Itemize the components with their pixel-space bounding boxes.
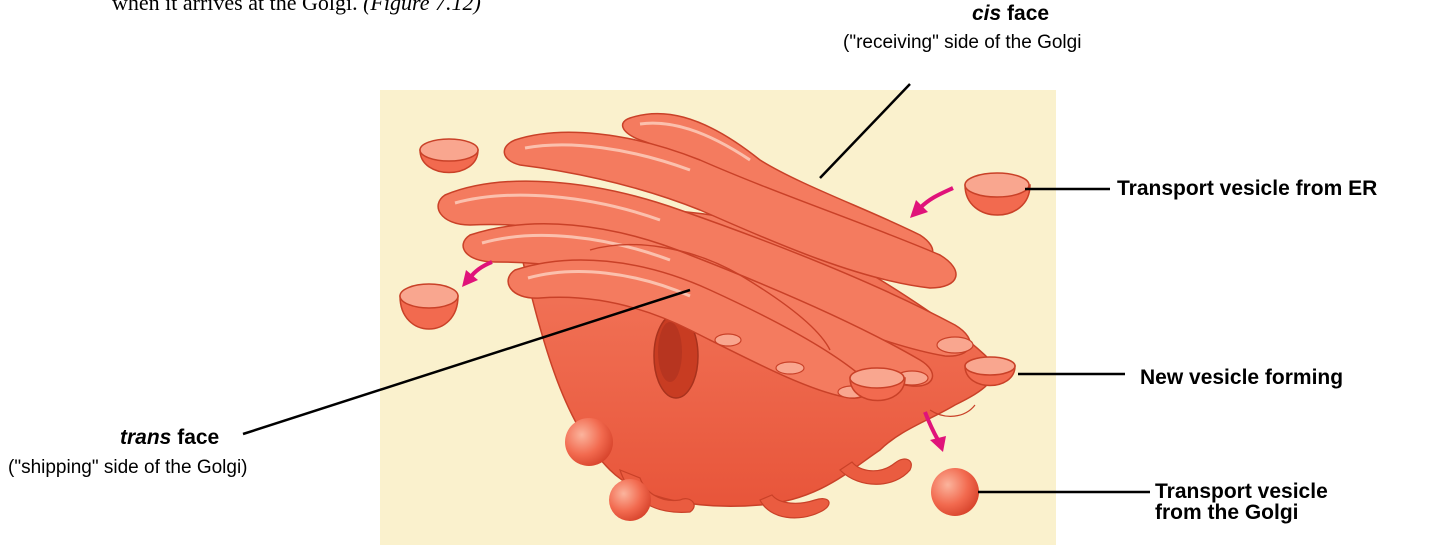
trans-face-subtitle: ("shipping" side of the Golgi) — [8, 457, 248, 479]
sphere-vesicle-1 — [565, 418, 613, 466]
transport-vesicle-golgi-label: Transport vesicle from the Golgi — [1155, 481, 1328, 523]
cis-face-title: cis face — [972, 2, 1049, 26]
trans-face-title: trans face — [120, 426, 219, 450]
vesicle-from-er — [965, 173, 1030, 215]
transport-vesicle-golgi-line2: from the Golgi — [1155, 502, 1328, 523]
vesicle-left — [400, 284, 458, 329]
new-vesicle-label: New vesicle forming — [1140, 366, 1343, 390]
arrow-out-left — [462, 262, 492, 287]
new-vesicle-cup-b — [965, 357, 1015, 386]
arrow-down-golgi — [925, 412, 946, 452]
vesicle-top-left — [420, 139, 478, 173]
transport-vesicle-golgi-line1: Transport vesicle — [1155, 481, 1328, 502]
cis-face-subtitle: ("receiving" side of the Golgi — [843, 32, 1081, 54]
sphere-vesicle-golgi — [931, 468, 979, 516]
leader-cis — [820, 84, 910, 178]
sphere-vesicle-2 — [609, 479, 651, 521]
cis-face-word: face — [1007, 2, 1049, 25]
transport-vesicle-er-label: Transport vesicle from ER — [1117, 177, 1377, 201]
arrow-into-golgi — [910, 188, 953, 218]
trans-face-word: face — [177, 426, 219, 449]
trans-term: trans — [120, 426, 171, 449]
cis-term: cis — [972, 2, 1001, 25]
